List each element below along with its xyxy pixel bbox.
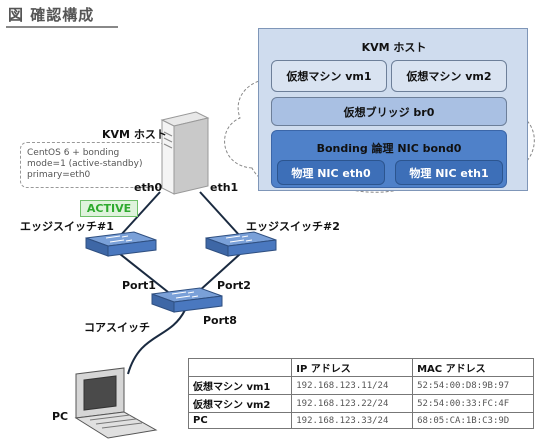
vm2-box: 仮想マシン vm2 [391,60,507,92]
title-underline [6,26,118,28]
row-ip: 192.168.123.33/24 [291,412,414,429]
row-mac: 68:05:CA:1B:C3:9D [412,412,534,429]
bridge-box: 仮想ブリッジ br0 [271,97,507,126]
address-table: IP アドレス MAC アドレス 仮想マシン vm1 192.168.123.1… [187,358,534,429]
kvm-host-panel: KVM ホスト 仮想マシン vm1 仮想マシン vm2 仮想ブリッジ br0 B… [258,28,528,191]
row-ip: 192.168.123.11/24 [291,376,414,395]
row-mac: 52:54:00:33:FC:4F [412,394,534,413]
edge-switch-2-label: エッジスイッチ#2 [246,220,340,233]
table-row: PC 192.168.123.33/24 68:05:CA:1B:C3:9D [187,412,534,429]
note-line-3: primary=eth0 [27,170,91,180]
edge-switch-1-icon [85,231,157,257]
eth0-label: eth0 [134,181,163,194]
vm1-box: 仮想マシン vm1 [271,60,387,92]
core-switch-icon [151,287,223,313]
bond-label: Bonding 論理 NIC bond0 [316,142,462,155]
port8-label: Port8 [203,314,237,327]
row-mac: 52:54:00:D8:9B:97 [412,376,534,395]
nic-eth1-box: 物理 NIC eth1 [395,160,503,185]
note-line-2: mode=1 (active-standby) [27,159,143,169]
active-badge: ACTIVE [80,200,138,217]
table-row: 仮想マシン vm2 192.168.123.22/24 52:54:00:33:… [187,394,534,413]
table-header-ip: IP アドレス [291,358,414,377]
port2-label: Port2 [217,279,251,292]
pc-label: PC [52,410,69,423]
eth1-label: eth1 [210,181,239,194]
table-header-row: IP アドレス MAC アドレス [187,358,534,377]
port1-label: Port1 [122,279,156,292]
nic-eth0-box: 物理 NIC eth0 [277,160,385,185]
table-header-mac: MAC アドレス [412,358,534,377]
figure-title: 図 確認構成 [8,6,95,24]
pc-icon [74,367,158,439]
table-row: 仮想マシン vm1 192.168.123.11/24 52:54:00:D8:… [187,376,534,395]
note-line-1: CentOS 6 + bonding [27,148,120,158]
server-icon [160,111,210,195]
edge-switch-2-icon [205,231,277,257]
cable-edge1-core [119,253,169,293]
table-header-blank [187,358,293,377]
edge-switch-1-label: エッジスイッチ#1 [20,220,114,233]
cable-eth0-edge1 [119,191,161,237]
row-name: 仮想マシン vm2 [187,394,293,413]
kvm-panel-title: KVM ホスト [361,41,427,54]
cable-edge2-core [197,253,241,293]
row-ip: 192.168.123.22/24 [291,394,414,413]
cable-core-pc [127,309,186,375]
row-name: 仮想マシン vm1 [187,376,293,395]
core-switch-label: コアスイッチ [84,321,150,334]
cable-eth1-edge2 [199,191,241,237]
host-note: CentOS 6 + bonding mode=1 (active-standb… [20,142,165,188]
host-label: KVM ホスト [102,128,167,141]
row-name: PC [187,412,293,429]
